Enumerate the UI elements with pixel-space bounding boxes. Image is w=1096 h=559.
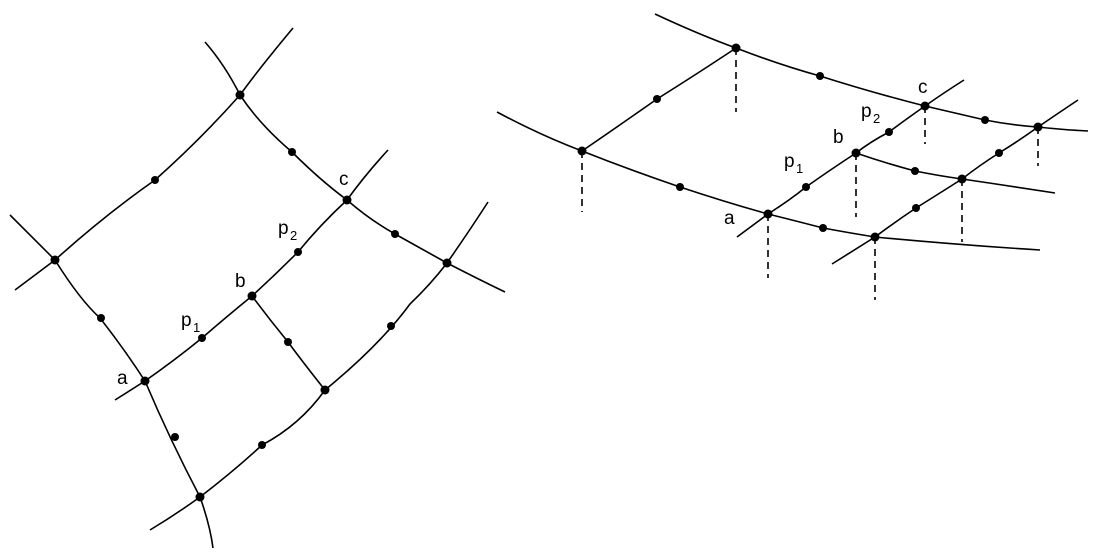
right-node-a	[763, 209, 773, 219]
right-node	[676, 183, 684, 191]
left-node	[288, 148, 296, 156]
left-node	[235, 90, 245, 100]
right-node	[653, 95, 661, 103]
left-node-p1	[198, 334, 206, 342]
left-node	[195, 492, 205, 502]
right-node-b	[851, 148, 861, 158]
left-label-a: a	[117, 368, 128, 389]
right-node	[912, 204, 920, 212]
right-node	[816, 72, 824, 80]
left-curve-c-top	[346, 149, 389, 201]
right-curve-middle	[855, 152, 1056, 194]
right-label-c: c	[918, 77, 928, 98]
left-node-p2	[294, 248, 302, 256]
right-node-p1	[802, 183, 810, 191]
left-label-b: b	[235, 271, 246, 292]
left-node	[442, 258, 452, 268]
left-node	[258, 441, 266, 449]
left-curve-top	[14, 94, 241, 291]
right-label-p1: p	[784, 151, 795, 172]
left-node	[171, 433, 179, 441]
left-label-p1-sub: 1	[193, 320, 200, 335]
left-curve-upper-right	[239, 94, 506, 293]
right-label-a: a	[724, 208, 735, 229]
left-node	[97, 314, 105, 322]
left-node	[320, 385, 330, 395]
left-label-p1: p	[181, 310, 192, 331]
left-node-b	[247, 291, 257, 301]
right-node	[957, 174, 967, 184]
left-curve-diagonal-abc	[114, 199, 348, 401]
right-label-p2: p	[861, 101, 872, 122]
left-label-p2-sub: 2	[290, 228, 297, 243]
left-curve-left-edge	[9, 214, 214, 549]
right-node	[911, 167, 919, 175]
left-node-c	[342, 195, 352, 205]
left-node	[391, 230, 399, 238]
right-node	[731, 43, 741, 53]
right-label-p1-sub: 1	[796, 161, 803, 176]
left-node	[50, 255, 60, 265]
left-node	[284, 338, 292, 346]
right-node	[819, 224, 827, 232]
right-label-b: b	[833, 127, 844, 148]
left-node	[151, 176, 159, 184]
left-curve-top-vertical	[204, 27, 294, 97]
right-grid: a b c p 1 p 2	[496, 13, 1089, 300]
left-node	[387, 322, 395, 330]
right-node	[981, 116, 989, 124]
left-grid: a b c p 1 p 2	[9, 27, 506, 549]
right-node	[870, 232, 880, 242]
right-node-p2	[885, 128, 893, 136]
right-node-c	[920, 101, 930, 111]
right-node	[577, 146, 587, 156]
right-node	[1033, 122, 1043, 132]
left-label-c: c	[339, 169, 349, 190]
right-label-p2-sub: 2	[873, 111, 880, 126]
right-node	[995, 149, 1003, 157]
left-label-p2: p	[278, 218, 289, 239]
left-node-a	[140, 376, 150, 386]
left-curve-right-edge	[149, 201, 489, 531]
